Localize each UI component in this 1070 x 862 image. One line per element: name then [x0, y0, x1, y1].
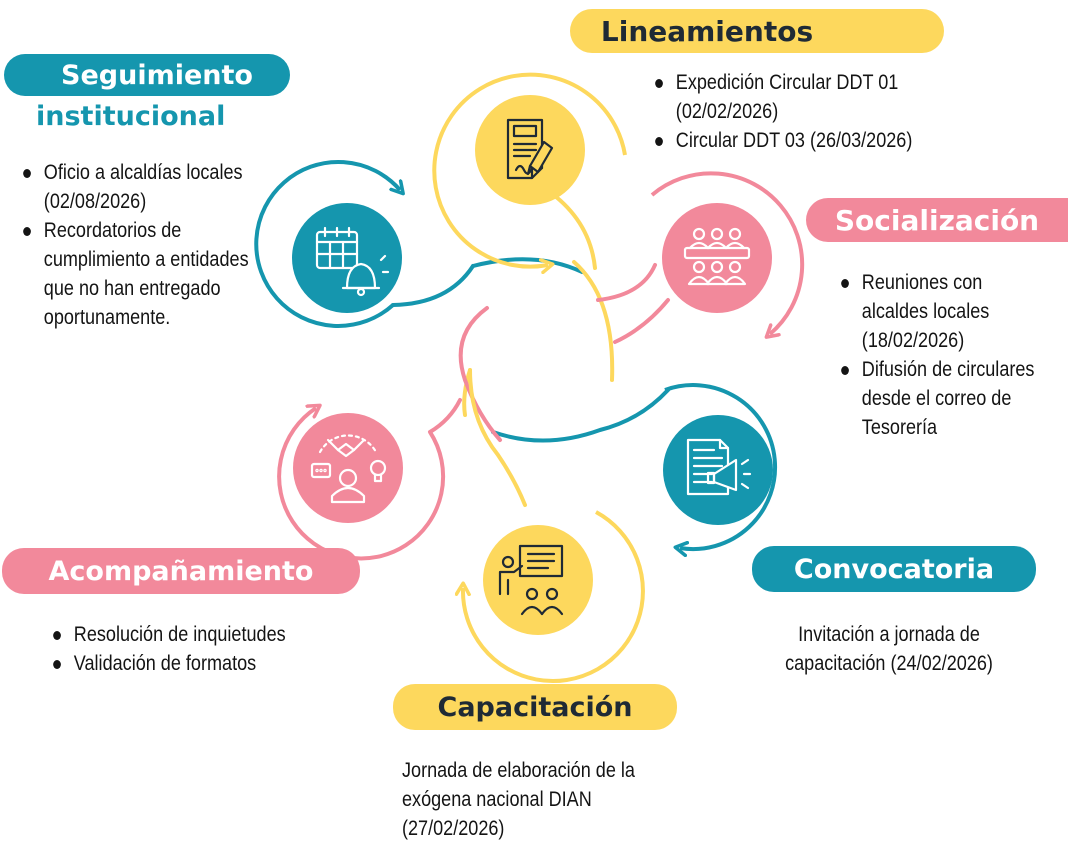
list-item: Reuniones con alcaldes locales (18/02/20…: [836, 268, 1012, 355]
meeting-icon: [683, 227, 751, 286]
socializacion-ring: [650, 171, 805, 334]
capacitacion-paragraph: Jornada de elaboración de la exógena nac…: [402, 759, 635, 840]
connector-pink-left: [458, 306, 502, 442]
connector-pink-short: [596, 263, 657, 302]
capacitacion-ring: [463, 510, 645, 683]
connector-teal-left: [391, 264, 475, 307]
connector-pink-right: [613, 298, 670, 344]
convocatoria-title: Convocatoria: [793, 553, 995, 585]
capacitacion-node: [483, 525, 593, 635]
seguimiento-ring: [254, 160, 400, 328]
list-item: Resolución de inquietudes: [48, 620, 340, 649]
lineamientos-list: Expedición Circular DDT 01 (02/02/2026) …: [650, 68, 977, 155]
socializacion-list: Reuniones con alcaldes locales (18/02/20…: [836, 268, 1055, 442]
convocatoria-text: Invitación a jornada de capacitación (24…: [760, 620, 1027, 678]
connector-yellow-right: [572, 260, 615, 382]
list-item: Recordatorios de cumplimiento a entidade…: [18, 216, 259, 332]
list-item: Circular DDT 03 (26/03/2026): [650, 126, 977, 155]
acompanamiento-text: Resolución de inquietudes Validación de …: [48, 620, 340, 678]
seguimiento-title-line2: institucional: [36, 101, 226, 132]
document-signature-icon: [506, 118, 554, 180]
convocatoria-node: [663, 415, 773, 525]
list-item: Difusión de circulares desde el correo d…: [836, 355, 1055, 442]
convocatoria-title-pill: Convocatoria: [752, 546, 1036, 592]
convocatoria-ring: [664, 383, 778, 549]
lineamientos-title-pill: Lineamientos: [570, 9, 944, 53]
capacitacion-title-pill: Capacitación: [393, 684, 677, 730]
lineamientos-text: Expedición Circular DDT 01 (02/02/2026) …: [650, 68, 977, 155]
list-item: Expedición Circular DDT 01 (02/02/2026): [650, 68, 960, 126]
capacitacion-text: Jornada de elaboración de la exógena nac…: [402, 756, 686, 843]
support-handshake-icon: [310, 434, 387, 504]
seguimiento-text: Oficio a alcaldías locales (02/08/2026) …: [18, 158, 276, 332]
socializacion-title-pill: Socialización: [806, 198, 1068, 242]
connector-yellow-bottom: [468, 368, 527, 507]
acompanamiento-node: [293, 413, 403, 523]
capacitacion-title: Capacitación: [437, 691, 633, 723]
presentation-icon: [498, 544, 564, 616]
list-item: Oficio a alcaldías locales (02/08/2026): [18, 158, 259, 216]
list-item: Validación de formatos: [48, 649, 340, 678]
connector-teal-top: [471, 257, 584, 274]
acompanamiento-title: Acompañamiento: [48, 555, 314, 587]
seguimiento-list: Oficio a alcaldías locales (02/08/2026) …: [18, 158, 276, 332]
lineamientos-title: Lineamientos: [600, 14, 814, 48]
socializacion-title: Socialización: [834, 203, 1040, 237]
seguimiento-title-pill: Seguimiento: [4, 54, 290, 96]
lineamientos-ring: [432, 72, 627, 267]
connector-teal-bottom: [491, 388, 670, 443]
connector-pink-lower: [428, 398, 462, 434]
center-connectors: [391, 188, 670, 507]
seguimiento-node: [292, 203, 402, 313]
socializacion-text: Reuniones con alcaldes locales (18/02/20…: [836, 268, 1055, 442]
calendar-bell-icon: [315, 226, 390, 297]
seguimiento-title-line1: Seguimiento: [61, 59, 253, 91]
document-megaphone-icon: [686, 438, 752, 496]
convocatoria-paragraph: Invitación a jornada de capacitación (24…: [785, 623, 993, 675]
acompanamiento-title-pill: Acompañamiento: [2, 548, 360, 594]
acompanamiento-list: Resolución de inquietudes Validación de …: [48, 620, 340, 678]
connector-yellow-up: [545, 188, 597, 270]
